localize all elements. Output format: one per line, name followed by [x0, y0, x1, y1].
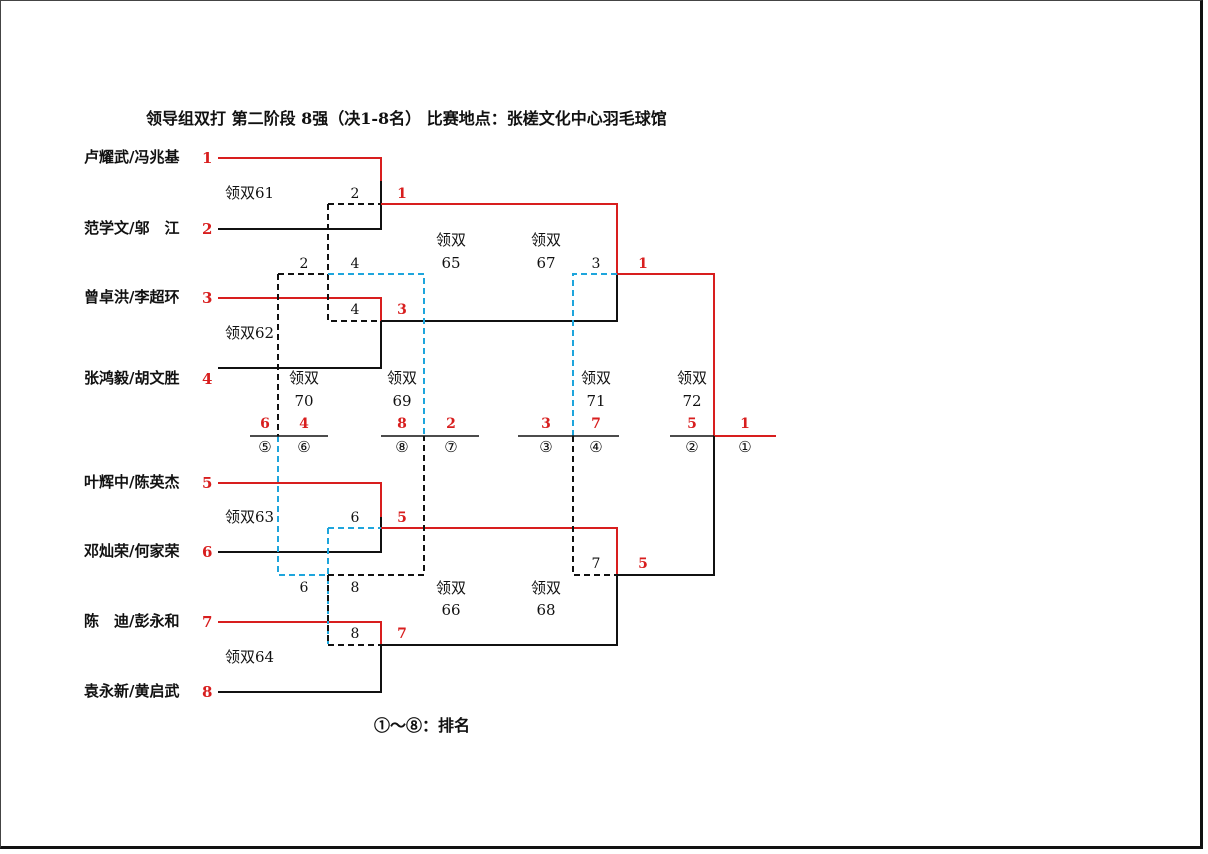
match-66-loser-line: [381, 575, 618, 646]
match-number-66: 66: [441, 601, 461, 619]
match-65-loser-line: [381, 274, 618, 322]
placement-3-4-winner: 3: [541, 416, 551, 432]
rank-1: ①: [738, 438, 752, 456]
match-label-66: 领双: [435, 579, 467, 597]
loser-65-top: 2: [299, 256, 309, 272]
loser-61: 2: [350, 186, 360, 202]
match-70-black-dash: [277, 203, 381, 436]
match-number-71: 71: [586, 392, 606, 410]
winner-68: 5: [638, 556, 648, 572]
player-name: 袁永新/黄启武: [84, 682, 180, 700]
player-seed: 8: [202, 683, 213, 701]
match-66-winner-line: [381, 527, 618, 575]
match-label-64: 领双64: [225, 648, 275, 666]
winner-63: 5: [397, 510, 407, 526]
placement-5-6-winner: 6: [260, 416, 270, 432]
rank-6: ⑥: [297, 438, 311, 456]
loser-66-bottom: 8: [350, 580, 360, 596]
match-62-winner-line: [218, 297, 382, 321]
match-61-winner-line: [218, 157, 382, 181]
match-65-winner-line: [381, 203, 618, 274]
rank-4: ④: [589, 438, 603, 456]
rank-5: ⑤: [258, 438, 272, 456]
match-62-loser-line: [218, 321, 382, 369]
player-seed: 6: [202, 543, 213, 561]
match-label-65: 领双: [435, 231, 467, 249]
match-number-68: 68: [536, 601, 556, 619]
match-label-62: 领双62: [225, 324, 275, 342]
match-label-72: 领双: [676, 369, 708, 387]
match-69-blue-dash: [328, 273, 425, 436]
match-69-black-dash: [327, 436, 425, 646]
loser-62: 4: [350, 302, 360, 318]
winner-62: 3: [397, 302, 407, 318]
loser-65-bottom: 4: [350, 256, 360, 272]
player-seed: 1: [202, 149, 213, 167]
match-label-70: 领双: [288, 369, 320, 387]
match-number-69: 69: [392, 392, 412, 410]
player-seed: 5: [202, 474, 213, 492]
loser-64: 8: [350, 626, 360, 642]
rank-2: ②: [685, 438, 699, 456]
match-number-65: 65: [441, 254, 461, 272]
match-label-71: 领双: [580, 369, 612, 387]
match-number-70: 70: [294, 392, 314, 410]
player-name: 曾卓洪/李超环: [84, 288, 180, 306]
placement-3-4-loser: 7: [591, 416, 601, 432]
match-64-winner-line: [218, 621, 382, 645]
player-seed: 3: [202, 289, 213, 307]
ranking-legend: ①～⑧：排名: [374, 716, 471, 735]
match-number-67: 67: [536, 254, 556, 272]
match-label-67: 领双: [530, 231, 562, 249]
placement-7-8-winner: 8: [397, 416, 407, 432]
player-name: 陈 迪/彭永和: [84, 612, 180, 630]
match-70-blue-dash: [277, 436, 381, 645]
match-label-68: 领双: [530, 579, 562, 597]
player-name: 邓灿荣/何家荣: [84, 542, 180, 560]
match-label-63: 领双63: [225, 508, 275, 526]
loser-67: 3: [591, 256, 601, 272]
match-label-69: 领双: [386, 369, 418, 387]
loser-68: 7: [591, 556, 601, 572]
winner-67: 1: [638, 256, 648, 272]
match-label-61: 领双61: [225, 184, 275, 202]
match-number-72: 72: [682, 392, 702, 410]
winner-61: 1: [397, 186, 407, 202]
loser-66-top: 6: [299, 580, 309, 596]
rank-3: ③: [539, 438, 553, 456]
loser-63: 6: [350, 510, 360, 526]
player-seed: 2: [202, 220, 213, 238]
player-name: 范学文/邬 江: [84, 219, 180, 237]
player-seed: 7: [202, 613, 213, 631]
match-64-loser-line: [218, 645, 382, 693]
player-name: 卢耀武/冯兆基: [84, 148, 180, 166]
final-winner-line: [617, 273, 776, 437]
match-71-black-dash: [572, 436, 617, 576]
final-loser-line: [617, 436, 715, 576]
placement-7-8-loser: 2: [446, 416, 456, 432]
placement-1-2-runner-up: 5: [687, 416, 697, 432]
match-63-winner-line: [218, 482, 382, 517]
winner-64: 7: [397, 626, 407, 642]
player-seed: 4: [202, 370, 213, 388]
player-name: 叶辉中/陈英杰: [84, 473, 180, 491]
match-61-loser-line: [218, 181, 382, 230]
rank-8: ⑧: [395, 438, 409, 456]
placement-1-2-champion: 1: [740, 416, 750, 432]
page-title: 领导组双打 第二阶段 8强（决1-8名） 比赛地点：张槎文化中心羽毛球馆: [146, 109, 667, 128]
player-name: 张鸿毅/胡文胜: [84, 369, 180, 387]
placement-5-6-loser: 4: [299, 416, 309, 432]
match-71-blue-dash: [572, 273, 617, 436]
rank-7: ⑦: [444, 438, 458, 456]
